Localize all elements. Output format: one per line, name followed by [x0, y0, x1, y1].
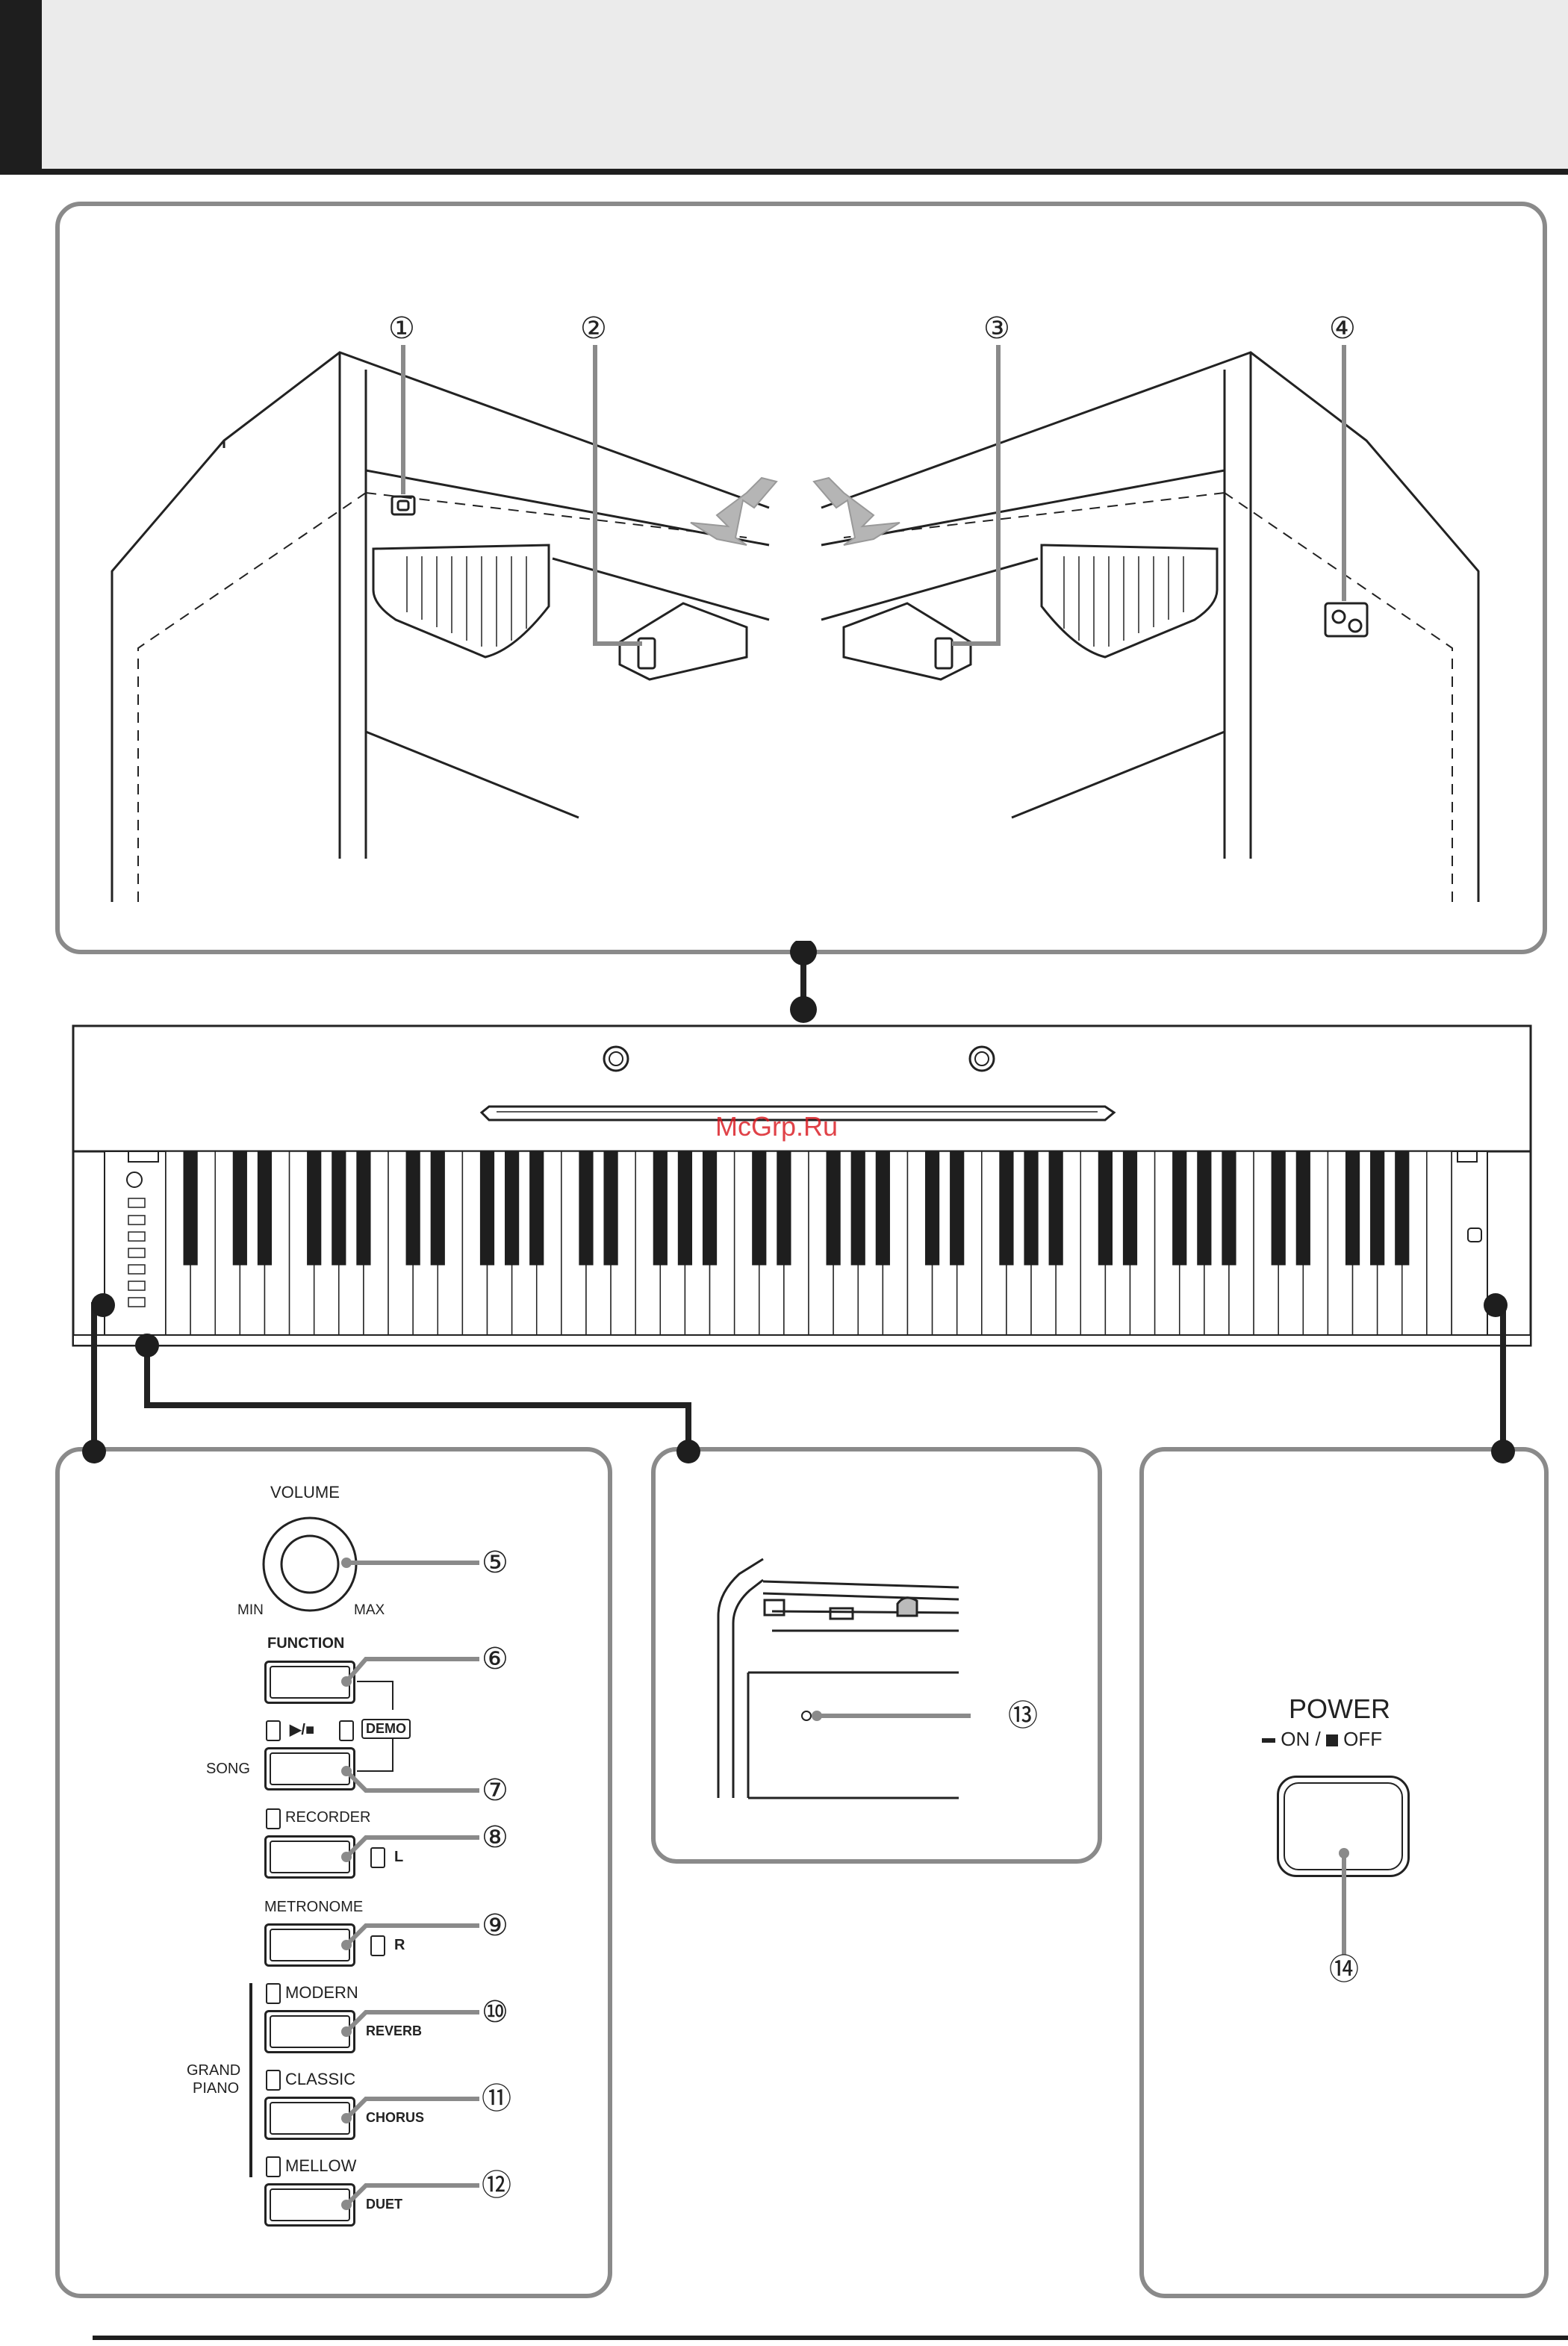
black-key	[777, 1151, 791, 1266]
black-key	[233, 1151, 247, 1266]
white-key	[1427, 1151, 1452, 1335]
power-state-row: ON / OFF	[1262, 1728, 1382, 1750]
callout-5: ⑤	[482, 1548, 508, 1578]
power-leader	[1329, 1844, 1359, 1964]
power-separator: /	[1315, 1728, 1320, 1750]
black-key	[653, 1151, 668, 1266]
callout-6: ⑥	[482, 1644, 508, 1674]
black-key	[678, 1151, 692, 1266]
keyboard	[166, 1151, 1452, 1335]
black-key	[431, 1151, 445, 1266]
black-key	[950, 1151, 964, 1266]
black-key	[480, 1151, 494, 1266]
callout-10: ⑩	[482, 1997, 508, 2027]
callout-1: ①	[388, 314, 415, 343]
footer-rule	[93, 2336, 1568, 2340]
black-key	[1197, 1151, 1211, 1266]
piano-front-view	[0, 941, 1568, 1449]
callout-9: ⑨	[482, 1911, 508, 1941]
callout-2: ②	[580, 314, 607, 343]
black-key	[1296, 1151, 1310, 1266]
black-key	[356, 1151, 370, 1266]
arrow-left-icon	[691, 478, 777, 545]
connector-dot-icon	[1491, 1440, 1515, 1463]
callout-13: ⑬	[1008, 1701, 1038, 1731]
black-key	[1370, 1151, 1384, 1266]
callout-12: ⑫	[482, 2171, 511, 2200]
connector-dot-icon	[91, 1293, 115, 1317]
black-key	[332, 1151, 346, 1266]
black-key	[258, 1151, 272, 1266]
black-key	[579, 1151, 593, 1266]
connector-dot-icon	[135, 1334, 159, 1357]
connector-dot-icon	[1484, 1293, 1508, 1317]
black-key	[1024, 1151, 1038, 1266]
connector-dot-icon	[790, 941, 817, 965]
black-key	[406, 1151, 420, 1266]
black-key	[603, 1151, 617, 1266]
black-key	[999, 1151, 1013, 1266]
black-key	[1345, 1151, 1360, 1266]
watermark-text: McGrp.Ru	[715, 1111, 838, 1142]
black-key	[184, 1151, 198, 1266]
black-key	[307, 1151, 321, 1266]
black-key	[925, 1151, 939, 1266]
callout-3: ③	[983, 314, 1010, 343]
black-key	[1172, 1151, 1186, 1266]
power-title: POWER	[1289, 1693, 1390, 1725]
callout-11: ⑪	[482, 2084, 511, 2114]
power-off-label: OFF	[1343, 1728, 1382, 1750]
callout-4: ④	[1329, 314, 1356, 343]
black-key	[851, 1151, 865, 1266]
black-key	[827, 1151, 841, 1266]
black-key	[1222, 1151, 1236, 1266]
black-key	[529, 1151, 544, 1266]
black-key	[1123, 1151, 1137, 1266]
arrow-right-icon	[814, 478, 900, 545]
black-key	[505, 1151, 519, 1266]
callout-14: ⑭	[1329, 1955, 1359, 1985]
black-key	[1049, 1151, 1063, 1266]
connector-dot-icon	[790, 996, 817, 1023]
callout-8: ⑧	[482, 1823, 508, 1852]
callout-7: ⑦	[482, 1776, 508, 1805]
black-key	[752, 1151, 766, 1266]
side-detail-illustration	[651, 1447, 1102, 1864]
bottom-view-illustration	[0, 0, 1568, 963]
power-on-label: ON	[1281, 1728, 1310, 1750]
control-leaders	[0, 1493, 627, 2240]
black-key	[1272, 1151, 1286, 1266]
black-key	[876, 1151, 890, 1266]
black-key	[703, 1151, 717, 1266]
connector-dot-icon	[82, 1440, 106, 1463]
black-key	[1098, 1151, 1113, 1266]
black-key	[1395, 1151, 1409, 1266]
